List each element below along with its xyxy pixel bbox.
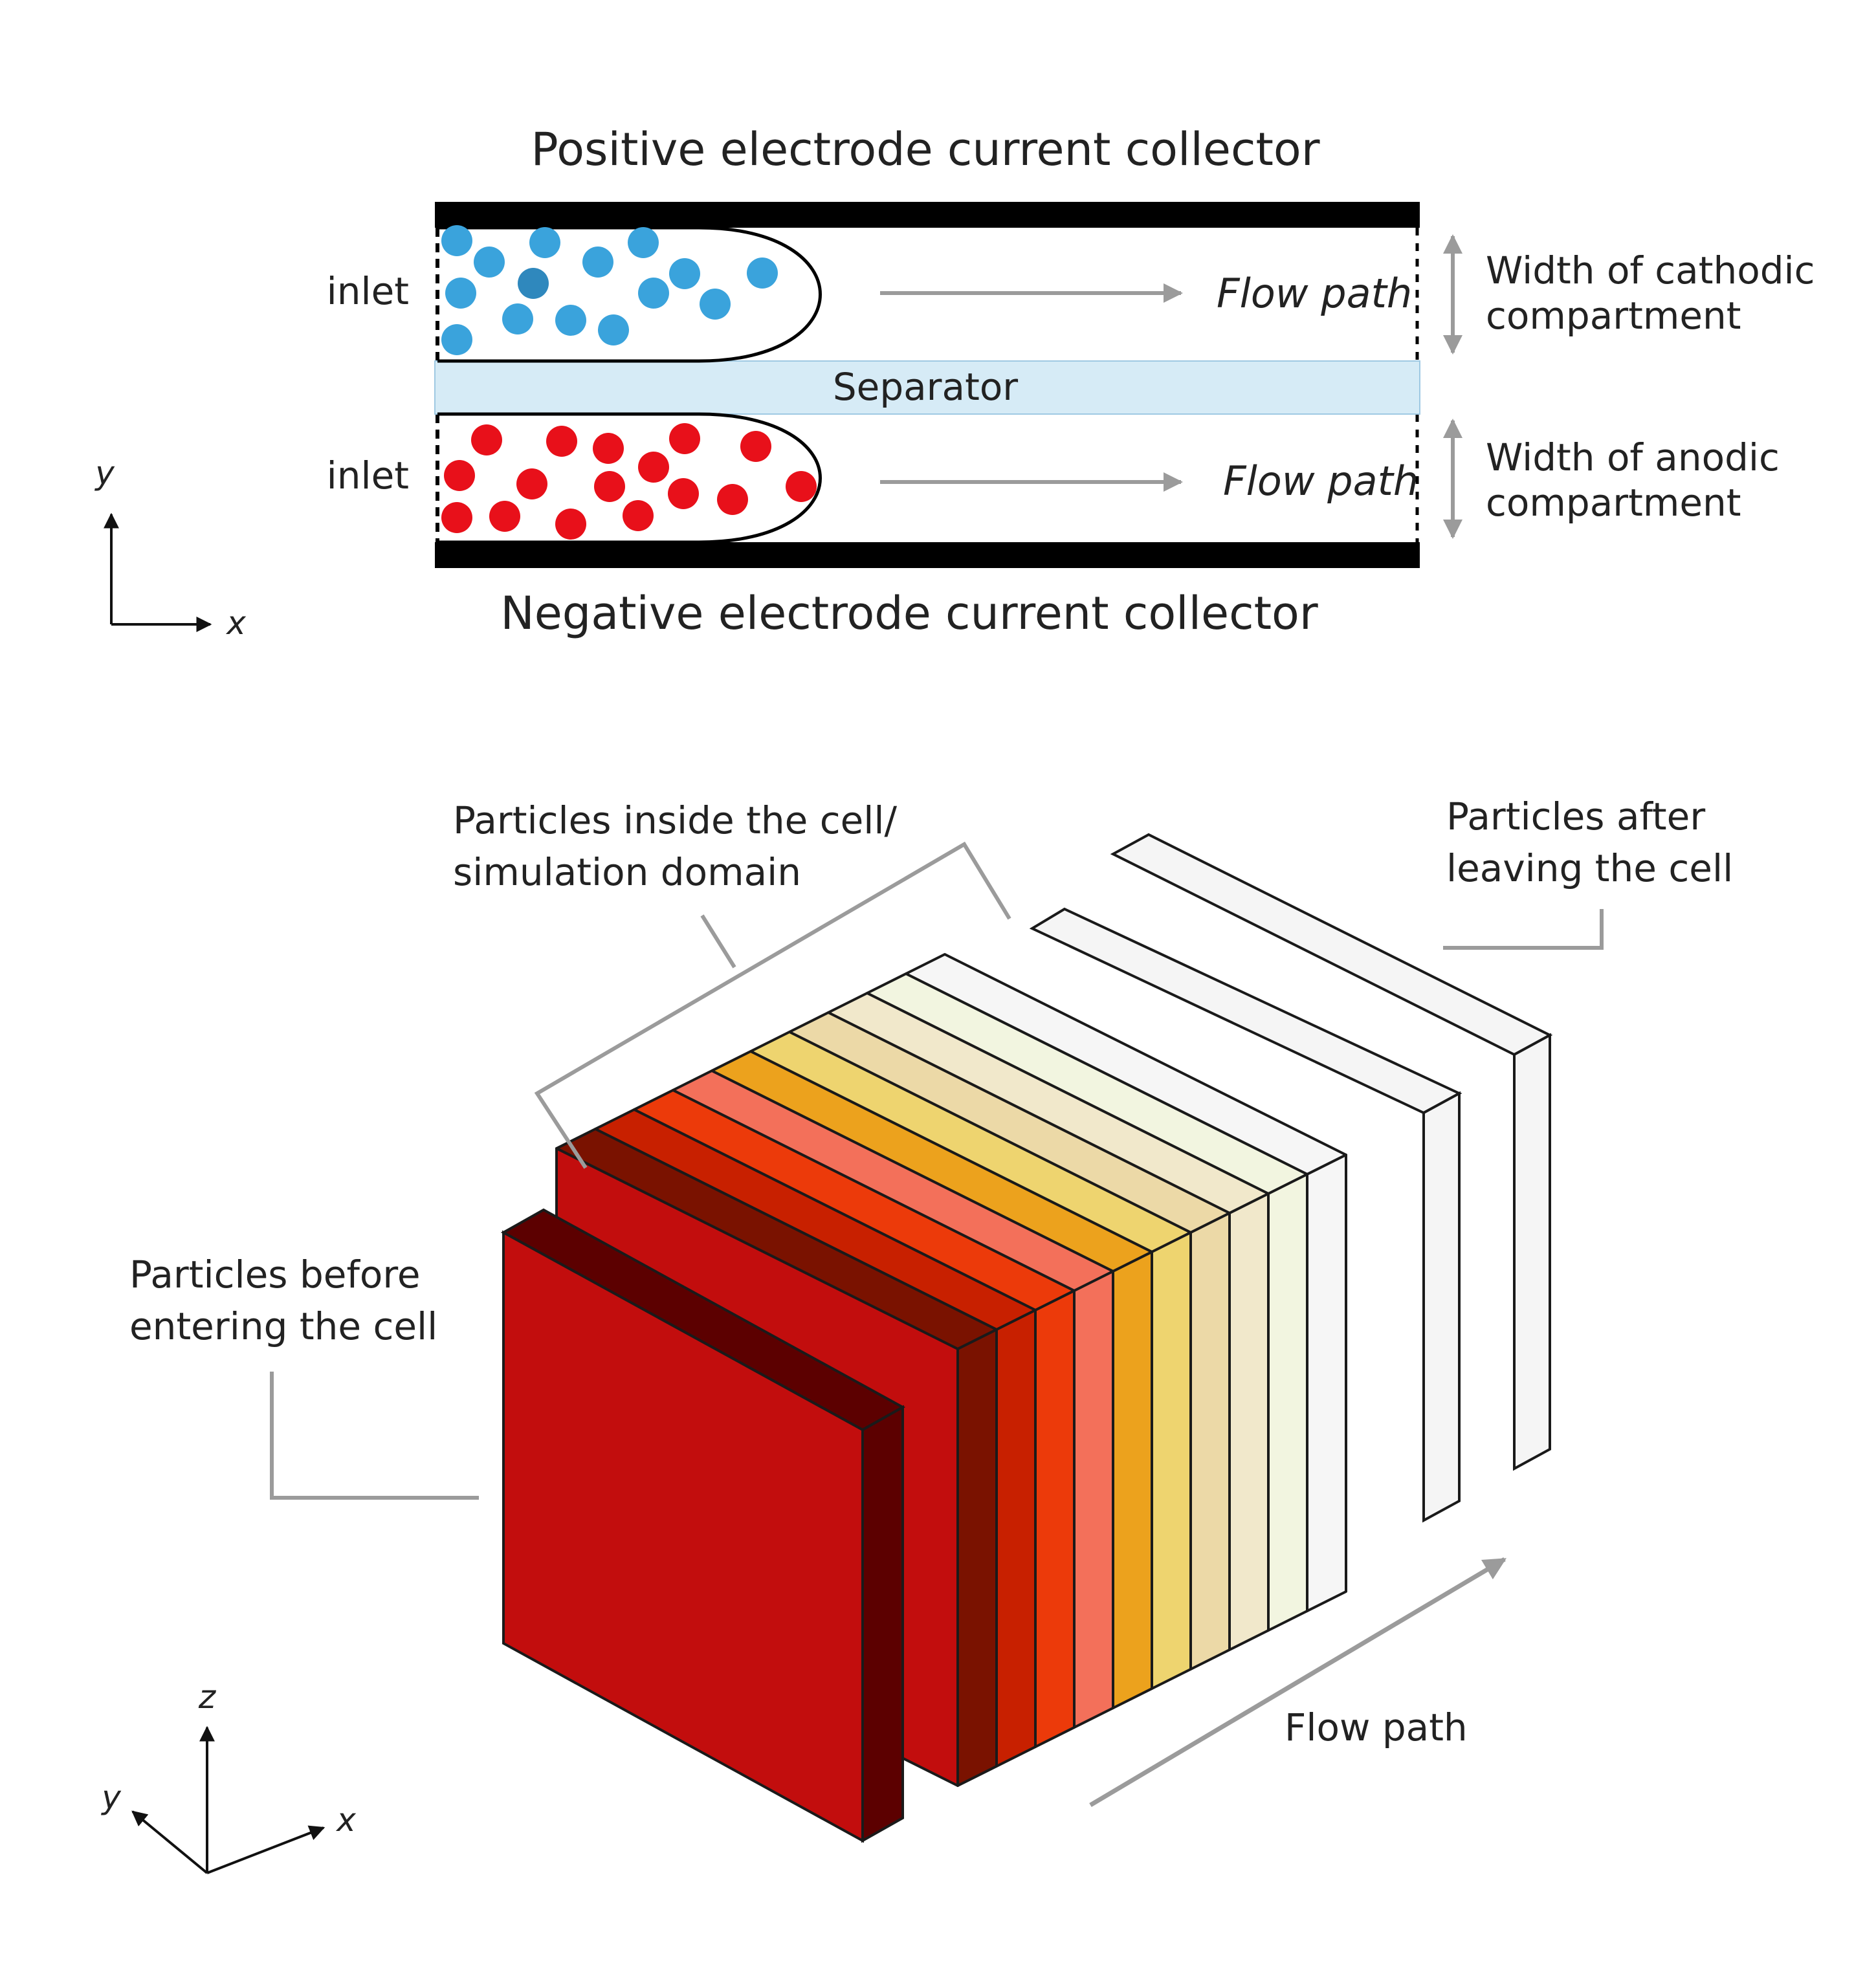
plate-before: [500, 1208, 906, 1843]
flow-path-top-label: Flow path: [1217, 270, 1412, 317]
slice-side: [1306, 1154, 1347, 1612]
cathodic-particle: [747, 257, 778, 289]
axis-3d-x-label: x: [335, 1801, 356, 1839]
leader-before: [270, 1372, 479, 1500]
anodic-flow-front: [437, 412, 822, 544]
anodic-particle: [593, 433, 624, 464]
cathodic-width-label-line2: compartment: [1486, 294, 1741, 338]
positive-collector: [435, 202, 1420, 228]
anodic-particle: [546, 426, 577, 457]
flow-arrow-3d: [1089, 1557, 1507, 1808]
slice-side: [956, 1328, 998, 1787]
slice-side: [1112, 1251, 1153, 1709]
anodic-particle: [555, 509, 586, 540]
cathodic-particle: [700, 289, 731, 320]
axis-3d-z-label: z: [198, 1678, 217, 1716]
inlet-top-label: inlet: [327, 269, 409, 313]
before-label-line1: Particles before: [129, 1253, 421, 1297]
slice-side: [995, 1309, 1037, 1768]
flow-path-bottom-label: Flow path: [1223, 457, 1418, 505]
cathodic-particle-group: [441, 225, 778, 355]
inside-label-line1: Particles inside the cell/: [453, 798, 898, 842]
cathodic-particle: [518, 268, 549, 299]
cathodic-particle: [555, 305, 586, 336]
anodic-particle: [786, 471, 817, 502]
leader-inside-stem: [700, 914, 736, 969]
cathodic-particle: [669, 258, 700, 289]
after-label-line1: Particles after: [1446, 794, 1705, 838]
anodic-particle-group: [441, 423, 817, 540]
anodic-width-label-line1: Width of anodic: [1486, 435, 1780, 479]
cathodic-particle: [598, 314, 629, 345]
cathodic-particle: [529, 227, 560, 258]
positive-collector-label: Positive electrode current collector: [531, 123, 1319, 176]
before-label-line2: entering the cell: [129, 1304, 437, 1348]
axis-2d: y x: [94, 454, 246, 642]
cathodic-particle: [445, 278, 476, 309]
axis-2d-y-label: y: [94, 454, 115, 492]
leader-after: [1443, 909, 1604, 950]
slice-side: [1189, 1212, 1231, 1671]
cathodic-particle: [474, 247, 505, 278]
slice-side: [1228, 1192, 1270, 1651]
anodic-particle: [441, 502, 472, 533]
flow-path-3d-label: Flow path: [1285, 1705, 1468, 1749]
anodic-width-label-line2: compartment: [1486, 481, 1741, 525]
inlet-bottom-label: inlet: [327, 454, 409, 498]
cathodic-flow-front: [437, 226, 822, 363]
slice-side: [1267, 1173, 1308, 1632]
cathodic-particle: [441, 225, 472, 256]
slice-side: [1034, 1289, 1076, 1748]
separator: [434, 360, 1420, 415]
separator-label: Separator: [833, 365, 1018, 409]
cathodic-particle: [441, 324, 472, 355]
cathodic-width-label-line1: Width of cathodic: [1486, 248, 1815, 292]
slice-side: [1073, 1270, 1114, 1729]
cathodic-particle: [628, 227, 659, 258]
anodic-particle: [471, 424, 502, 455]
anodic-particle: [668, 478, 699, 509]
slice-side: [1151, 1231, 1192, 1690]
anodic-particle: [638, 452, 669, 483]
axis-2d-x-label: x: [225, 604, 246, 642]
anodic-particle: [740, 431, 771, 462]
anodic-particle: [516, 468, 547, 499]
plate-after-back: [1110, 833, 1553, 1471]
leader-inside: [534, 841, 1011, 1169]
axis-3d: z y x: [100, 1678, 356, 1874]
negative-collector: [435, 542, 1420, 568]
axis-3d-y-label: y: [100, 1779, 122, 1816]
after-label-line2: leaving the cell: [1446, 846, 1733, 890]
negative-collector-label: Negative electrode current collector: [500, 587, 1318, 640]
inside-label-line2: simulation domain: [453, 850, 801, 894]
bottom-3d-view: Particles inside the cell/ simulation do…: [100, 794, 1733, 1874]
anodic-particle: [444, 460, 475, 491]
plate-after-front: [1029, 907, 1462, 1523]
cathodic-particle: [638, 278, 669, 309]
anodic-particle: [594, 471, 625, 502]
anodic-particle: [717, 484, 748, 515]
anodic-particle: [623, 500, 654, 531]
anodic-particle: [669, 423, 700, 454]
cathodic-particle: [582, 247, 613, 278]
anodic-particle: [489, 501, 520, 532]
cathodic-particle: [502, 303, 533, 334]
top-cross-section: Positive electrode current collector Sep…: [94, 123, 1815, 642]
